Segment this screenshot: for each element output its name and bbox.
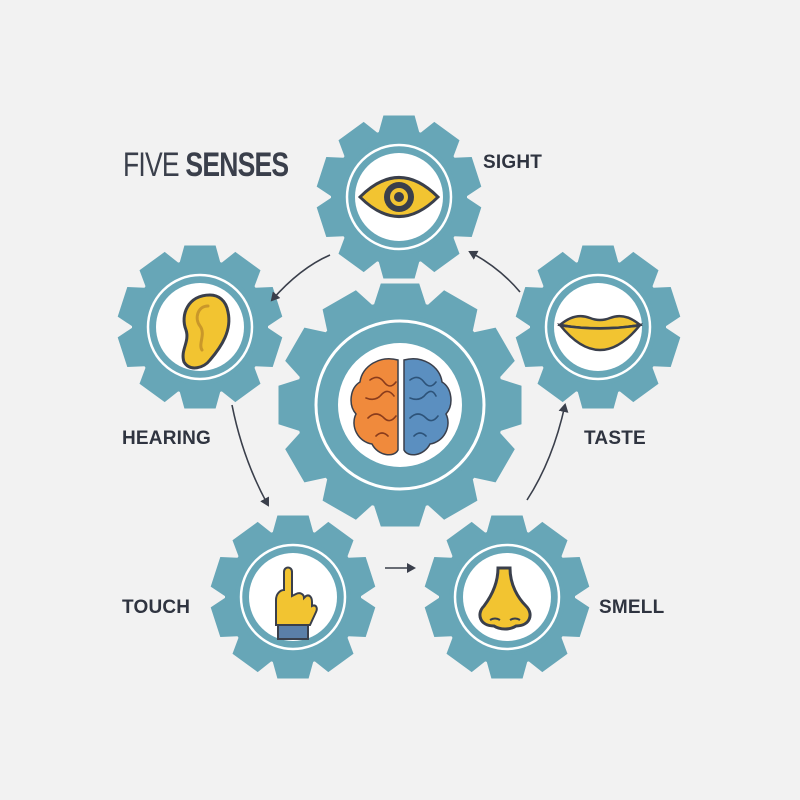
- nose-icon: [478, 566, 532, 631]
- icons-layer: [181, 176, 644, 640]
- label-touch: TOUCH: [122, 597, 191, 618]
- diagram-title: FIVE SENSES: [123, 146, 289, 185]
- lips-icon: [556, 314, 644, 352]
- hand-icon: [275, 566, 318, 640]
- ear-icon: [181, 293, 231, 370]
- cycle-arrows: [231, 250, 569, 573]
- title-part-five: FIVE: [123, 146, 186, 184]
- arrow-taste-to-sight: [468, 250, 521, 293]
- label-smell: SMELL: [599, 597, 665, 618]
- gear-taste: [515, 245, 681, 409]
- label-taste: TASTE: [584, 428, 646, 449]
- arrow-smell-to-taste: [526, 403, 569, 501]
- arrow-sight-to-hearing: [270, 254, 331, 302]
- label-sight: SIGHT: [483, 152, 543, 173]
- gear-center: [278, 283, 522, 527]
- eye-icon: [357, 176, 441, 218]
- label-hearing: HEARING: [122, 428, 212, 449]
- brain-icon: [350, 358, 452, 456]
- title-part-senses: SENSES: [185, 146, 289, 184]
- arrow-hearing-to-touch: [231, 404, 269, 507]
